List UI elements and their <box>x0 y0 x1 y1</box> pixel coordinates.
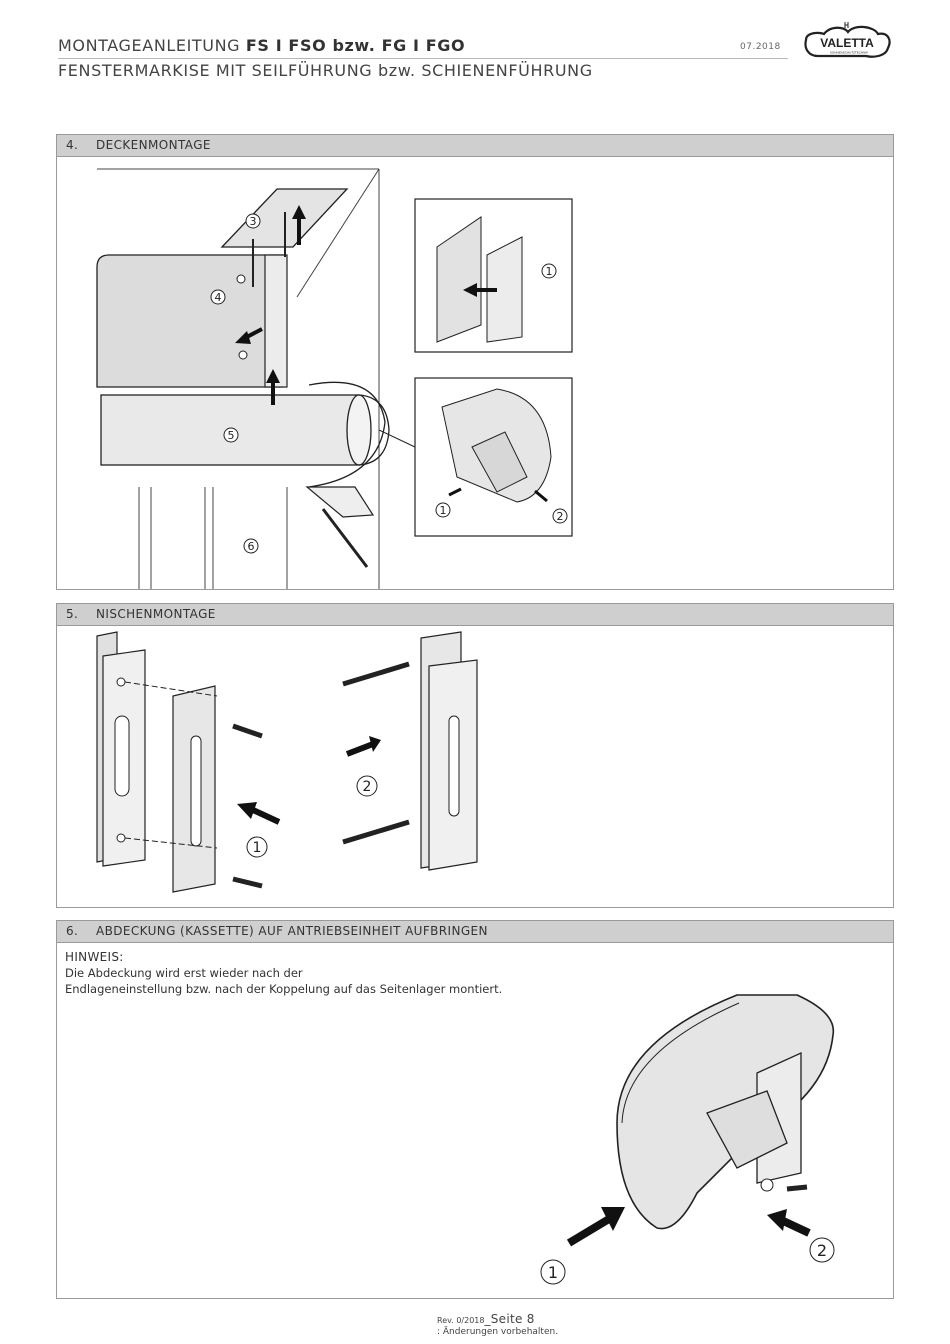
hint-line-1: Die Abdeckung wird erst wieder nach der <box>65 966 303 980</box>
callout-5: 5 <box>228 429 235 442</box>
title-prefix: MONTAGEANLEITUNG <box>58 36 241 55</box>
logo-tagline: SONNENSCHUTZTECHNIK <box>830 51 868 55</box>
section-header: 4. DECKENMONTAGE <box>57 135 893 157</box>
change-notice: : Änderungen vorbehalten. <box>437 1327 559 1337</box>
callout-2: 2 <box>817 1241 827 1260</box>
section-title: DECKENMONTAGE <box>96 138 211 152</box>
detail2-callout-1: 1 <box>440 504 447 517</box>
hint-label: HINWEIS: <box>65 950 124 964</box>
callout-6: 6 <box>248 540 255 553</box>
document-title: MONTAGEANLEITUNG FS I FSO bzw. FG I FGO <box>58 36 465 55</box>
detail1-callout-1: 1 <box>546 265 553 278</box>
page-footer: Rev. 0/2018_Seite 8 : Änderungen vorbeha… <box>437 1312 558 1337</box>
section-number: 5. <box>66 607 79 621</box>
section-number: 4. <box>66 138 79 152</box>
callout-4: 4 <box>215 291 222 304</box>
section-number: 6. <box>66 924 79 938</box>
niche-mount-illustration: 1 2 <box>96 631 478 893</box>
callout-1: 1 <box>548 1263 558 1282</box>
section-header: 5. NISCHENMONTAGE <box>57 604 893 626</box>
document-date: 07.2018 <box>740 42 781 52</box>
ceiling-mount-illustration: 3 4 5 6 1 <box>96 168 573 589</box>
section-nischenmontage: 5. NISCHENMONTAGE <box>56 603 894 908</box>
section-title: NISCHENMONTAGE <box>96 607 216 621</box>
section-title: ABDECKUNG (KASSETTE) AUF ANTRIEBSEINHEIT… <box>96 924 488 938</box>
valetta-logo: VALETTA SONNENSCHUTZTECHNIK <box>804 22 891 58</box>
detail2-callout-2: 2 <box>557 510 564 523</box>
document-subtitle: FENSTERMARKISE MIT SEILFÜHRUNG bzw. SCHI… <box>58 61 593 80</box>
cover-illustration: 1 2 <box>540 994 835 1285</box>
callout-1: 1 <box>253 840 262 856</box>
logo-text: VALETTA <box>820 36 874 50</box>
callout-2: 2 <box>363 779 372 795</box>
section-header: 6. ABDECKUNG (KASSETTE) AUF ANTRIEBSEINH… <box>57 921 893 943</box>
section-abdeckung: 6. ABDECKUNG (KASSETTE) AUF ANTRIEBSEINH… <box>56 920 894 1299</box>
title-model-codes: FS I FSO bzw. FG I FGO <box>245 36 466 55</box>
header-divider <box>58 58 788 59</box>
hint-block: HINWEIS: Die Abdeckung wird erst wieder … <box>65 949 502 997</box>
callout-3: 3 <box>250 215 257 228</box>
page-number: _Seite 8 <box>484 1312 535 1326</box>
section-deckenmontage: 4. DECKENMONTAGE <box>56 134 894 590</box>
revision: Rev. 0/2018 <box>437 1316 485 1325</box>
hint-line-2: Endlageneinstellung bzw. nach der Koppel… <box>65 982 503 996</box>
